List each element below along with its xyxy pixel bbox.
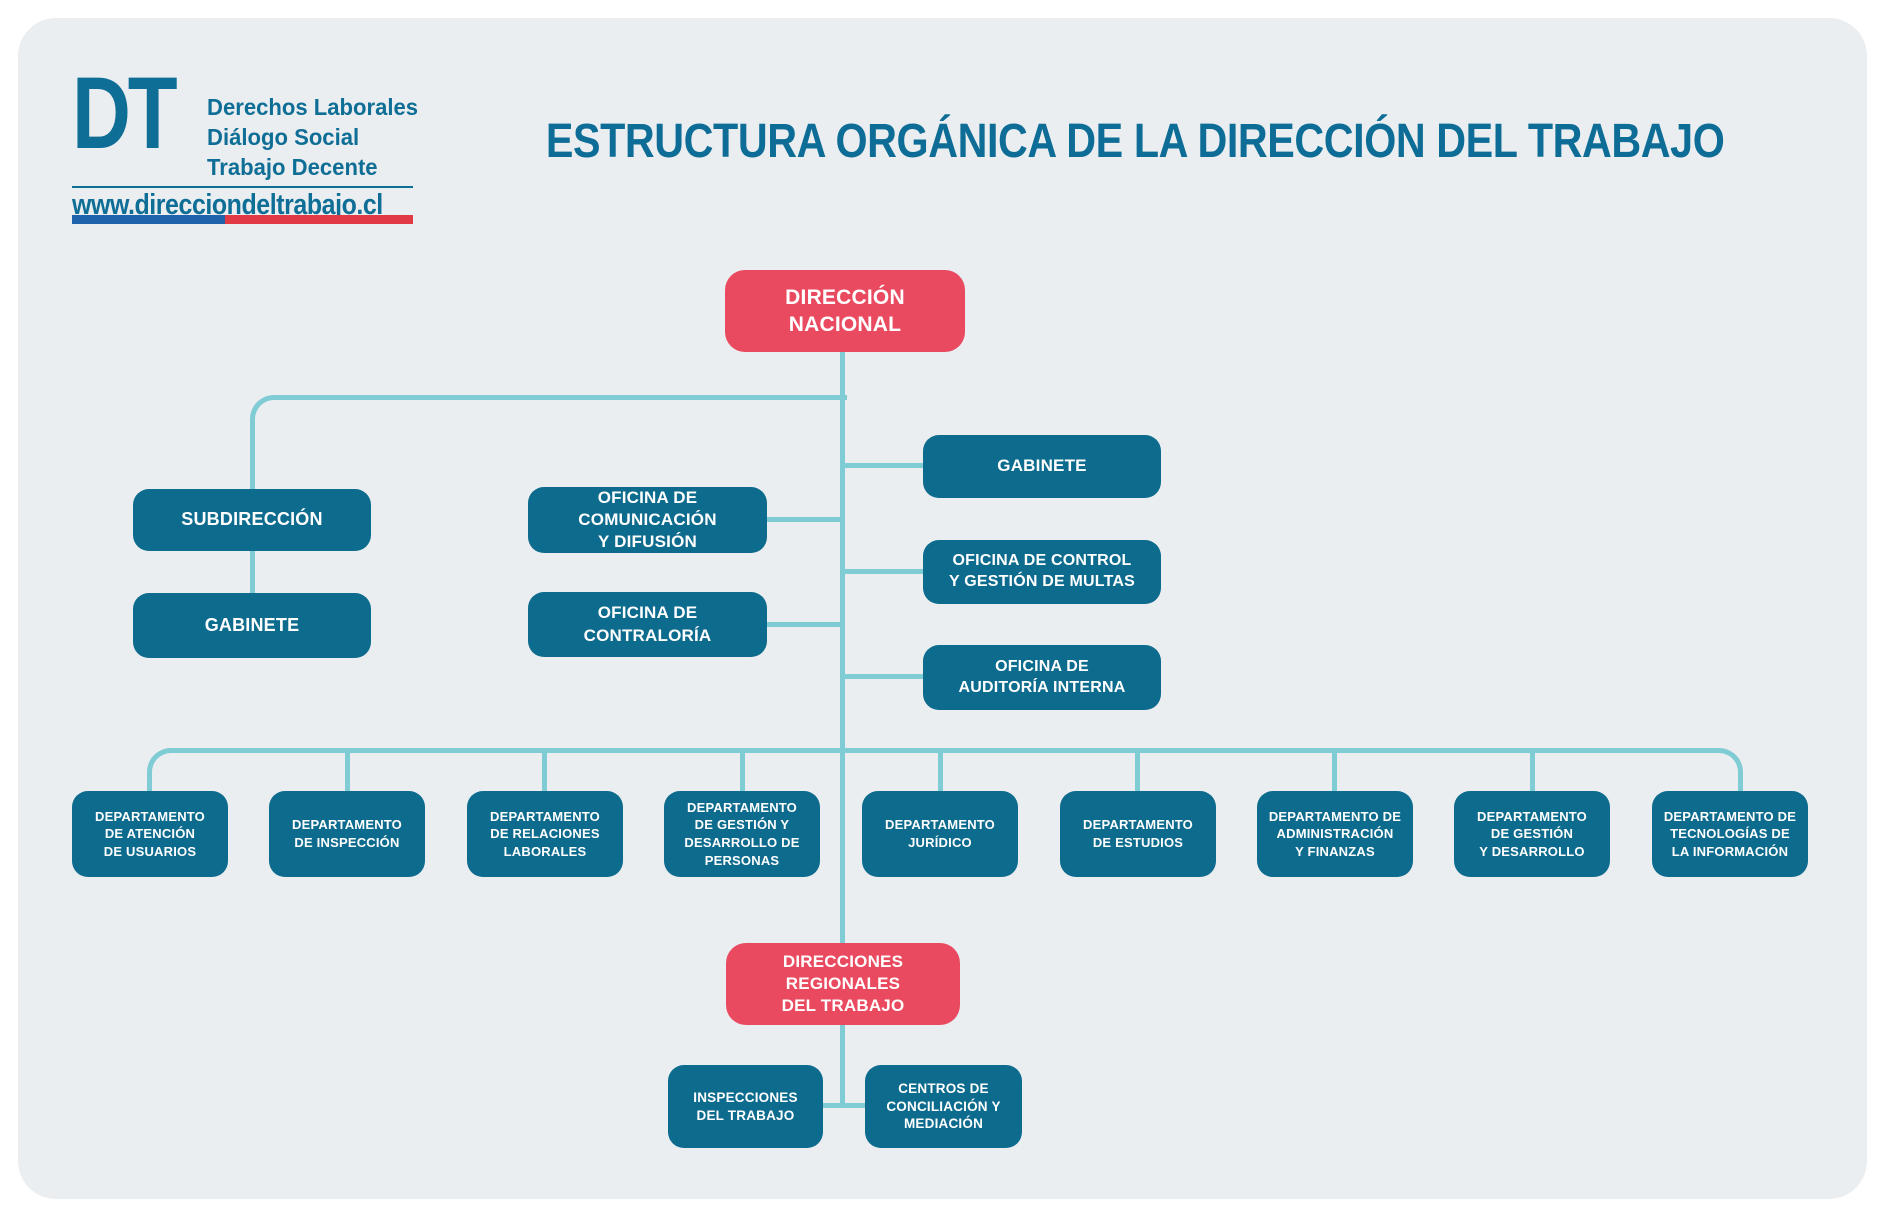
connector-bottom-horizontal [820, 1103, 870, 1108]
org-node-depto-atencion-usuarios: DEPARTAMENTO DE ATENCIÓN DE USUARIOS [72, 791, 228, 877]
logo-divider [72, 186, 413, 188]
org-node-inspecciones-trabajo: INSPECCIONES DEL TRABAJO [668, 1065, 823, 1148]
connector-dept-stub [542, 748, 547, 792]
connector-central-vertical [840, 350, 845, 945]
flag-bar [72, 215, 413, 224]
org-node-direccion-nacional: DIRECCIÓN NACIONAL [725, 270, 965, 352]
org-node-depto-tecnologias-informacion: DEPARTAMENTO DE TECNOLOGÍAS DE LA INFORM… [1652, 791, 1808, 877]
logo-taglines: Derechos Laborales Diálogo Social Trabaj… [207, 94, 419, 180]
org-node-gabinete-subdireccion: GABINETE [133, 593, 371, 658]
connector-dept-stub [345, 748, 350, 792]
org-node-centros-conciliacion: CENTROS DE CONCILIACIÓN Y MEDIACIÓN [865, 1065, 1022, 1148]
org-node-depto-gestion-desarrollo: DEPARTAMENTO DE GESTIÓN Y DESARROLLO [1454, 791, 1610, 877]
connector-regionales-vertical [840, 1023, 845, 1108]
org-node-depto-gestion-personas: DEPARTAMENTO DE GESTIÓN Y DESARROLLO DE … [664, 791, 820, 877]
org-node-depto-administracion-finanzas: DEPARTAMENTO DE ADMINISTRACIÓN Y FINANZA… [1257, 791, 1413, 877]
org-node-oficina-comunicacion: OFICINA DE COMUNICACIÓN Y DIFUSIÓN [528, 487, 767, 553]
flag-bar-red [225, 215, 413, 224]
connector-auditoria [843, 674, 923, 679]
connector-dept-stub [1530, 748, 1535, 792]
org-node-oficina-contraloria: OFICINA DE CONTRALORÍA [528, 592, 767, 657]
page-title: ESTRUCTURA ORGÁNICA DE LA DIRECCIÓN DEL … [545, 115, 1725, 168]
flag-bar-blue [72, 215, 226, 224]
connector-comunicacion [765, 517, 843, 522]
connector-contraloria [765, 622, 843, 627]
org-node-oficina-auditoria: OFICINA DE AUDITORÍA INTERNA [923, 645, 1161, 710]
org-node-depto-estudios: DEPARTAMENTO DE ESTUDIOS [1060, 791, 1216, 877]
org-node-subdireccion: SUBDIRECCIÓN [133, 489, 371, 551]
org-node-depto-relaciones-laborales: DEPARTAMENTO DE RELACIONES LABORALES [467, 791, 623, 877]
connector-dept-stub [938, 748, 943, 792]
connector-dept-stub [1135, 748, 1140, 792]
dt-logo: DT [72, 56, 178, 170]
org-node-oficina-control-multas: OFICINA DE CONTROL Y GESTIÓN DE MULTAS [923, 540, 1161, 604]
org-node-depto-inspeccion: DEPARTAMENTO DE INSPECCIÓN [269, 791, 425, 877]
org-node-gabinete-nacional: GABINETE [923, 435, 1161, 498]
connector-dept-stub [740, 748, 745, 792]
org-node-depto-juridico: DEPARTAMENTO JURÍDICO [862, 791, 1018, 877]
org-node-direcciones-regionales: DIRECCIONES REGIONALES DEL TRABAJO [726, 943, 960, 1025]
connector-dept-stub [1332, 748, 1337, 792]
connector-gabinete [843, 463, 923, 468]
connector-departments-bus [147, 748, 1743, 797]
connector-control-multas [843, 569, 923, 574]
